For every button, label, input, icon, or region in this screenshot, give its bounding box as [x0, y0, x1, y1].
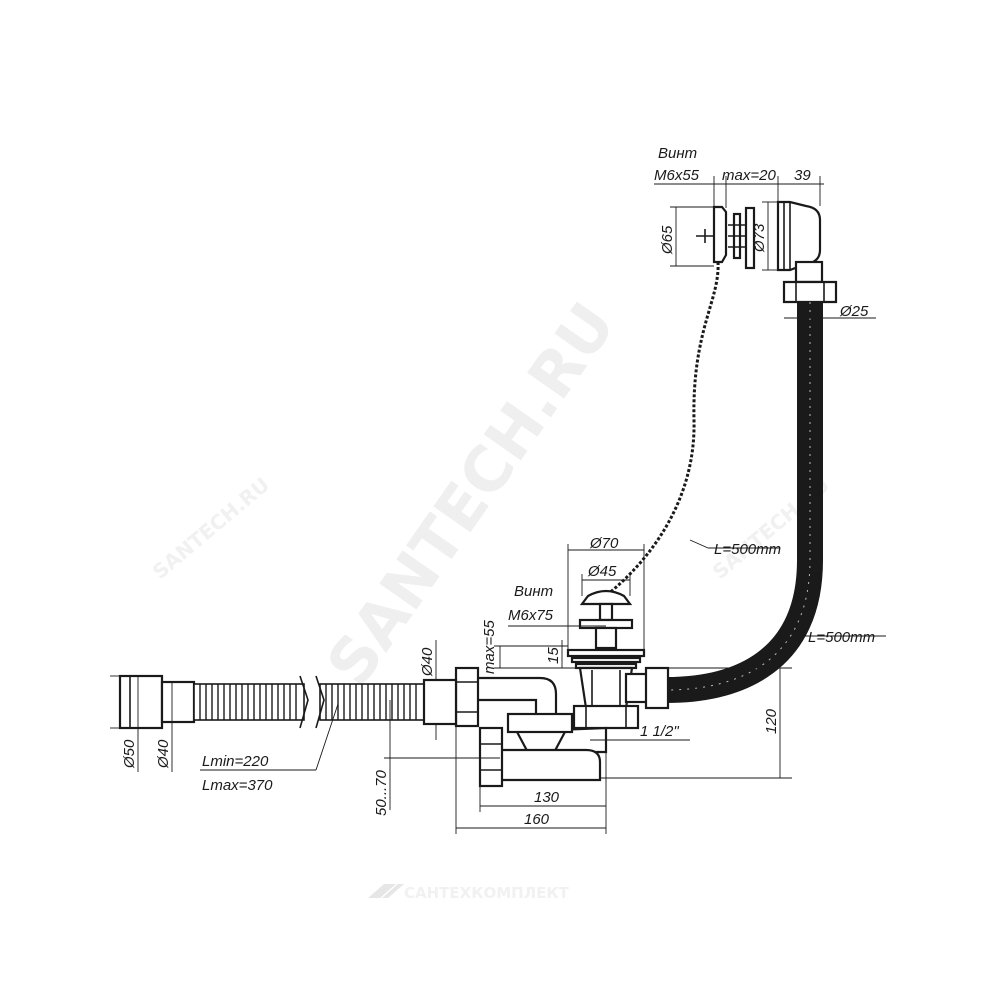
dimensions	[110, 176, 886, 834]
label-130: 130	[534, 789, 560, 806]
label-screw-bottom: Винт	[514, 583, 553, 600]
label-d40-left: Ø40	[155, 739, 172, 769]
overflow-assembly	[696, 200, 838, 304]
label-chain-length: L=500mm	[714, 541, 781, 558]
label-lmin: Lmin=220	[202, 753, 269, 770]
overflow-hose	[665, 302, 823, 703]
label-d45: Ø45	[587, 563, 617, 580]
logo-mark-icon	[368, 884, 404, 898]
label-160: 160	[524, 811, 550, 828]
footer-logo: САНТЕХКОМПЛЕКТ	[368, 884, 570, 902]
drain-assembly	[566, 589, 670, 730]
watermark-main: SANTECH.RU	[312, 290, 629, 699]
watermark: SANTECH.RU SANTECH.RU SANTECH.RU САНТЕХК…	[148, 290, 834, 902]
label-range-50-70: 50...70	[373, 769, 390, 816]
label-d50: Ø50	[121, 739, 138, 769]
label-d73: Ø73	[751, 223, 768, 253]
label-39: 39	[794, 167, 811, 184]
label-15: 15	[545, 647, 562, 664]
label-lmax: Lmax=370	[202, 777, 273, 794]
label-max20: max=20	[722, 167, 776, 184]
label-d70: Ø70	[589, 535, 619, 552]
chain	[607, 261, 720, 596]
siphon	[454, 666, 608, 788]
outlet-hose	[118, 674, 458, 730]
label-d65: Ø65	[659, 225, 676, 255]
label-hose-length: L=500mm	[808, 629, 875, 646]
watermark-left: SANTECH.RU	[148, 473, 274, 584]
footer-logo-text: САНТЕХКОМПЛЕКТ	[404, 884, 570, 902]
labels: Винт M6x55 max=20 39 Ø65 Ø73 Ø25 L=500mm…	[121, 145, 875, 828]
label-120: 120	[763, 708, 780, 734]
label-screw-top-size: M6x55	[654, 167, 700, 184]
label-max55: max=55	[481, 620, 498, 674]
label-screw-bottom-size: M6x75	[508, 607, 554, 624]
label-screw-top: Винт	[658, 145, 697, 162]
label-thread: 1 1/2"	[640, 723, 679, 740]
label-d40-top: Ø40	[419, 647, 436, 677]
label-d25: Ø25	[839, 303, 869, 320]
